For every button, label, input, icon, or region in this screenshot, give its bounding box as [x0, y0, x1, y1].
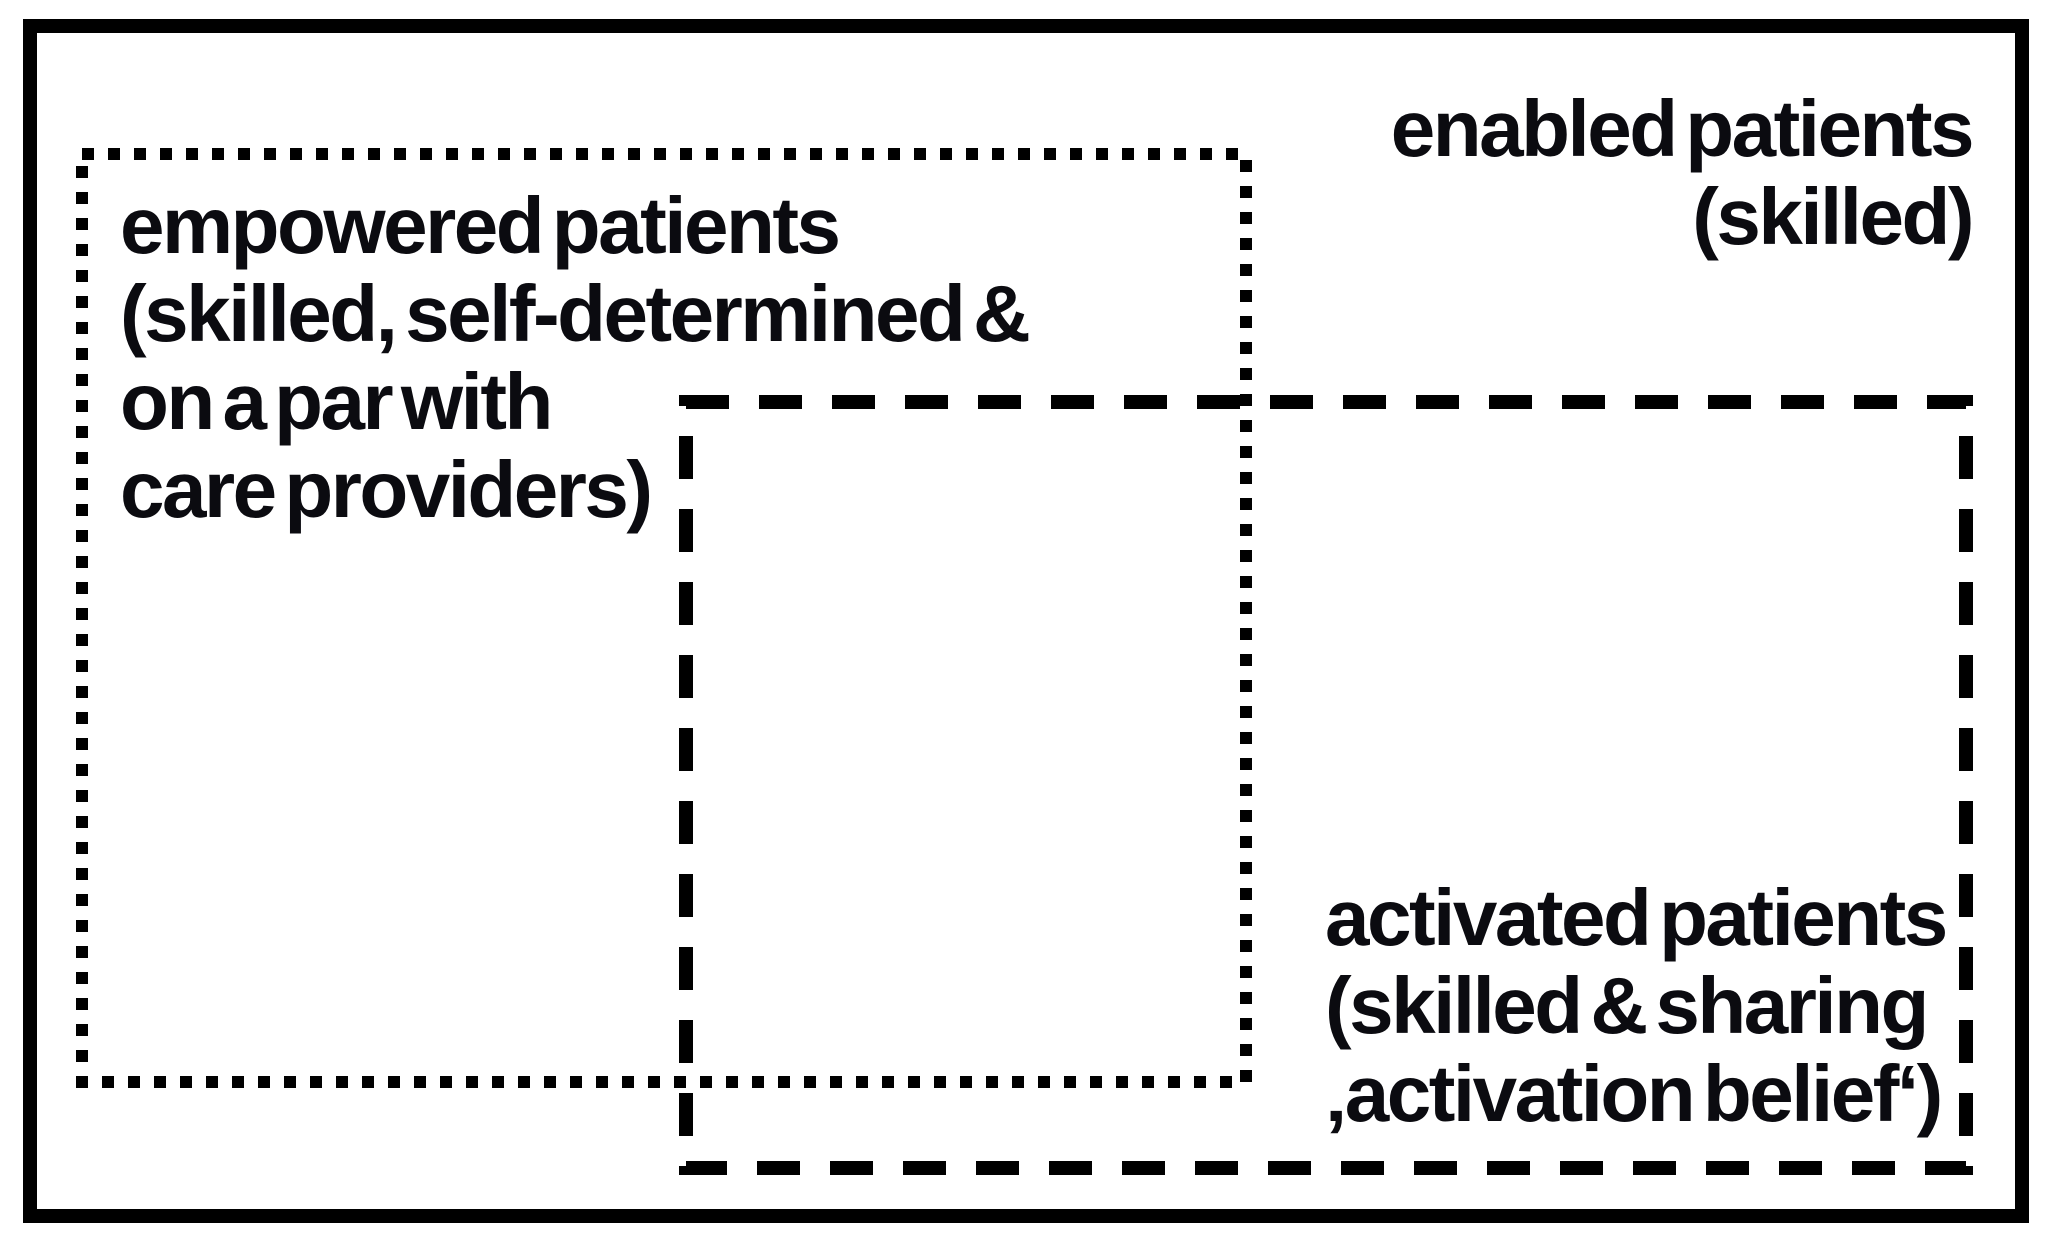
activated-patients-label-line3: ‚activation belief‘) [1325, 1049, 1943, 1138]
enabled-patients-label-line2: (skilled) [1692, 172, 1974, 261]
empowered-patients-label-line3: on a par with [120, 357, 553, 446]
enabled-patients-label: enabled patients (skilled) [1390, 84, 1975, 261]
activated-patients-label-line2: (skilled & sharing [1325, 961, 1929, 1050]
empowered-patients-label: empowered patients (skilled, self-determ… [120, 181, 1031, 534]
empowered-set-boundary [76, 148, 1252, 1088]
activated-patients-label-line1: activated patients [1325, 873, 1948, 962]
empowered-patients-label-line2: (skilled, self-determined & [120, 269, 1031, 358]
activated-patients-label: activated patients (skilled & sharing ‚a… [1325, 873, 1948, 1138]
empowered-patients-label-line4: care providers) [120, 445, 653, 534]
empowered-patients-label-line1: empowered patients [120, 181, 841, 270]
enabled-set-boundary [23, 19, 2029, 1223]
enabled-patients-label-line1: enabled patients [1390, 84, 1975, 173]
